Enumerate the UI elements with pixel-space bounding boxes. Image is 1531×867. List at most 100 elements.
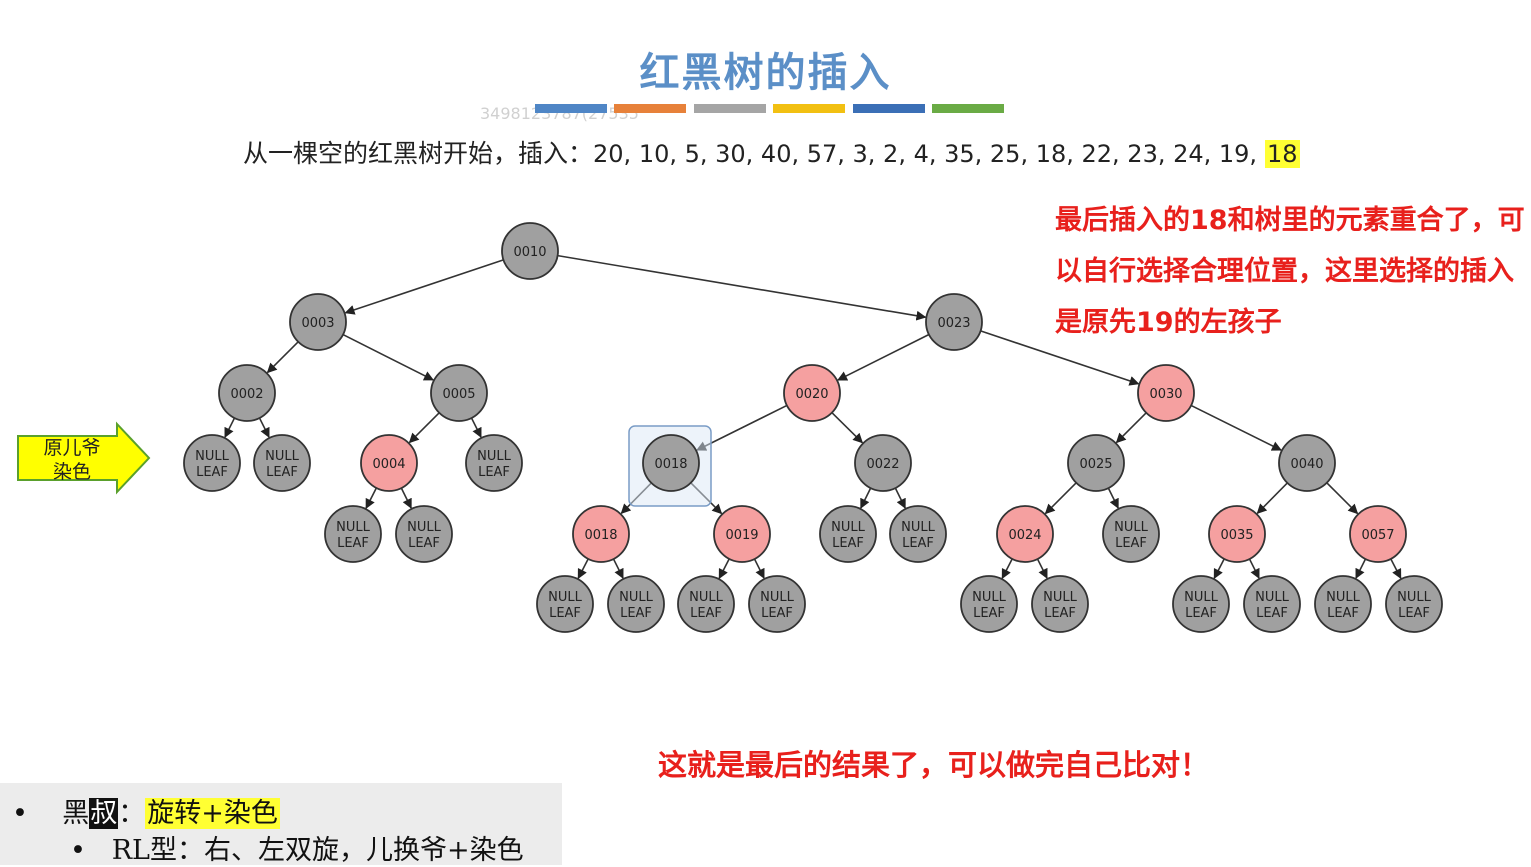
accent-bar-2 bbox=[614, 104, 686, 113]
bottom-line-1-c: ： bbox=[118, 798, 146, 829]
tree-node-0040: 0040 bbox=[1278, 434, 1336, 492]
node-circle bbox=[1243, 575, 1301, 633]
node-label: NULL bbox=[1326, 590, 1360, 605]
node-label: LEAF bbox=[1044, 606, 1076, 621]
insert-sequence-text: 从一棵空的红黑树开始，插入：20, 10, 5, 30, 40, 57, 3, … bbox=[243, 134, 1300, 170]
tree-edge bbox=[365, 487, 378, 510]
tree-edge bbox=[980, 330, 1140, 386]
node-label: NULL bbox=[265, 449, 299, 464]
accent-bar-3 bbox=[694, 104, 766, 113]
bottom-line-2-text: RL型：右、左双旋，儿换爷+染色 bbox=[111, 835, 524, 866]
tree-edge bbox=[1256, 482, 1288, 515]
tree-edge bbox=[557, 254, 927, 321]
node-circle bbox=[1385, 575, 1443, 633]
node-label: LEAF bbox=[196, 465, 228, 480]
node-circle bbox=[536, 575, 594, 633]
tree-edge bbox=[860, 487, 872, 509]
bullet-icon: • bbox=[70, 835, 86, 866]
node-label: NULL bbox=[901, 520, 935, 535]
tree-node-0018: 0018 bbox=[572, 505, 630, 563]
node-label: LEAF bbox=[1115, 536, 1147, 551]
node-circle bbox=[1349, 505, 1407, 563]
tree-edge bbox=[1390, 558, 1402, 580]
tree-node-0003: 0003 bbox=[289, 293, 347, 351]
tree-edge bbox=[1213, 558, 1225, 580]
node-circle bbox=[253, 434, 311, 492]
tree-edge bbox=[1115, 412, 1147, 444]
tree-edge bbox=[1036, 558, 1048, 579]
node-label: 0002 bbox=[230, 387, 263, 402]
node-label: 0018 bbox=[584, 528, 617, 543]
node-circle bbox=[854, 434, 912, 492]
intro-sequence: 20, 10, 5, 30, 40, 57, 3, 2, 4, 35, 25, … bbox=[593, 140, 1258, 168]
tree-edge bbox=[753, 558, 765, 579]
node-label: 0003 bbox=[301, 316, 334, 331]
tree-node-0018: 0018 bbox=[642, 434, 700, 492]
tree-node-0002: 0002 bbox=[218, 364, 276, 422]
node-label: NULL bbox=[336, 520, 370, 535]
page-title: 红黑树的插入 bbox=[639, 50, 892, 96]
tree-node-0019: 0019 bbox=[713, 505, 771, 563]
result-text: 这就是最后的结果了，可以做完自己比对！ bbox=[658, 748, 1210, 782]
node-label: 0030 bbox=[1149, 387, 1182, 402]
node-label: NULL bbox=[972, 590, 1006, 605]
node-circle bbox=[465, 434, 523, 492]
tree-edge bbox=[718, 558, 730, 580]
node-label: 0025 bbox=[1079, 457, 1112, 472]
tree-node-0057: 0057 bbox=[1349, 505, 1407, 563]
bottom-line-1-a: 黑 bbox=[62, 798, 90, 829]
node-label: LEAF bbox=[1256, 606, 1288, 621]
tree-edge bbox=[1190, 404, 1282, 451]
tree-edge bbox=[342, 333, 434, 381]
tree-edge bbox=[1001, 558, 1013, 580]
tree-edge bbox=[894, 487, 906, 509]
arrow-label-line2: 染色 bbox=[53, 461, 91, 483]
node-circle bbox=[1067, 434, 1125, 492]
node-label: 0020 bbox=[795, 387, 828, 402]
node-label: 0018 bbox=[654, 457, 687, 472]
tree-edge bbox=[577, 558, 589, 580]
node-label: 0024 bbox=[1008, 528, 1041, 543]
node-label: LEAF bbox=[902, 536, 934, 551]
node-circle bbox=[1314, 575, 1372, 633]
bottom-line-1-d: 旋转+染色 bbox=[145, 798, 280, 829]
node-circle bbox=[218, 364, 276, 422]
tree-edge bbox=[1326, 482, 1359, 515]
arrow-label-line1: 原儿爷 bbox=[43, 437, 100, 459]
tree-edge bbox=[344, 259, 504, 315]
node-label: 0057 bbox=[1361, 528, 1394, 543]
node-circle bbox=[183, 434, 241, 492]
node-label: LEAF bbox=[832, 536, 864, 551]
tree-node-0022: 0022 bbox=[854, 434, 912, 492]
tree-node-0024: 0024 bbox=[996, 505, 1054, 563]
tree-edge bbox=[1355, 558, 1367, 579]
tree-edge bbox=[400, 487, 412, 509]
node-label: 0010 bbox=[513, 245, 546, 260]
tree-node-0010: 0010 bbox=[501, 222, 559, 280]
node-circle bbox=[324, 505, 382, 563]
node-label: NULL bbox=[1114, 520, 1148, 535]
node-label: LEAF bbox=[266, 465, 298, 480]
node-label: NULL bbox=[548, 590, 582, 605]
node-circle bbox=[748, 575, 806, 633]
node-label: 0035 bbox=[1220, 528, 1253, 543]
node-label: 0005 bbox=[442, 387, 475, 402]
node-label: LEAF bbox=[478, 465, 510, 480]
tree-node-0035: 0035 bbox=[1208, 505, 1266, 563]
node-label: LEAF bbox=[1185, 606, 1217, 621]
bottom-line-1-b: 叔 bbox=[89, 798, 119, 829]
node-circle bbox=[572, 505, 630, 563]
node-label: NULL bbox=[1255, 590, 1289, 605]
intro-highlight: 18 bbox=[1265, 140, 1300, 168]
node-label: 0040 bbox=[1290, 457, 1323, 472]
node-circle bbox=[1137, 364, 1195, 422]
